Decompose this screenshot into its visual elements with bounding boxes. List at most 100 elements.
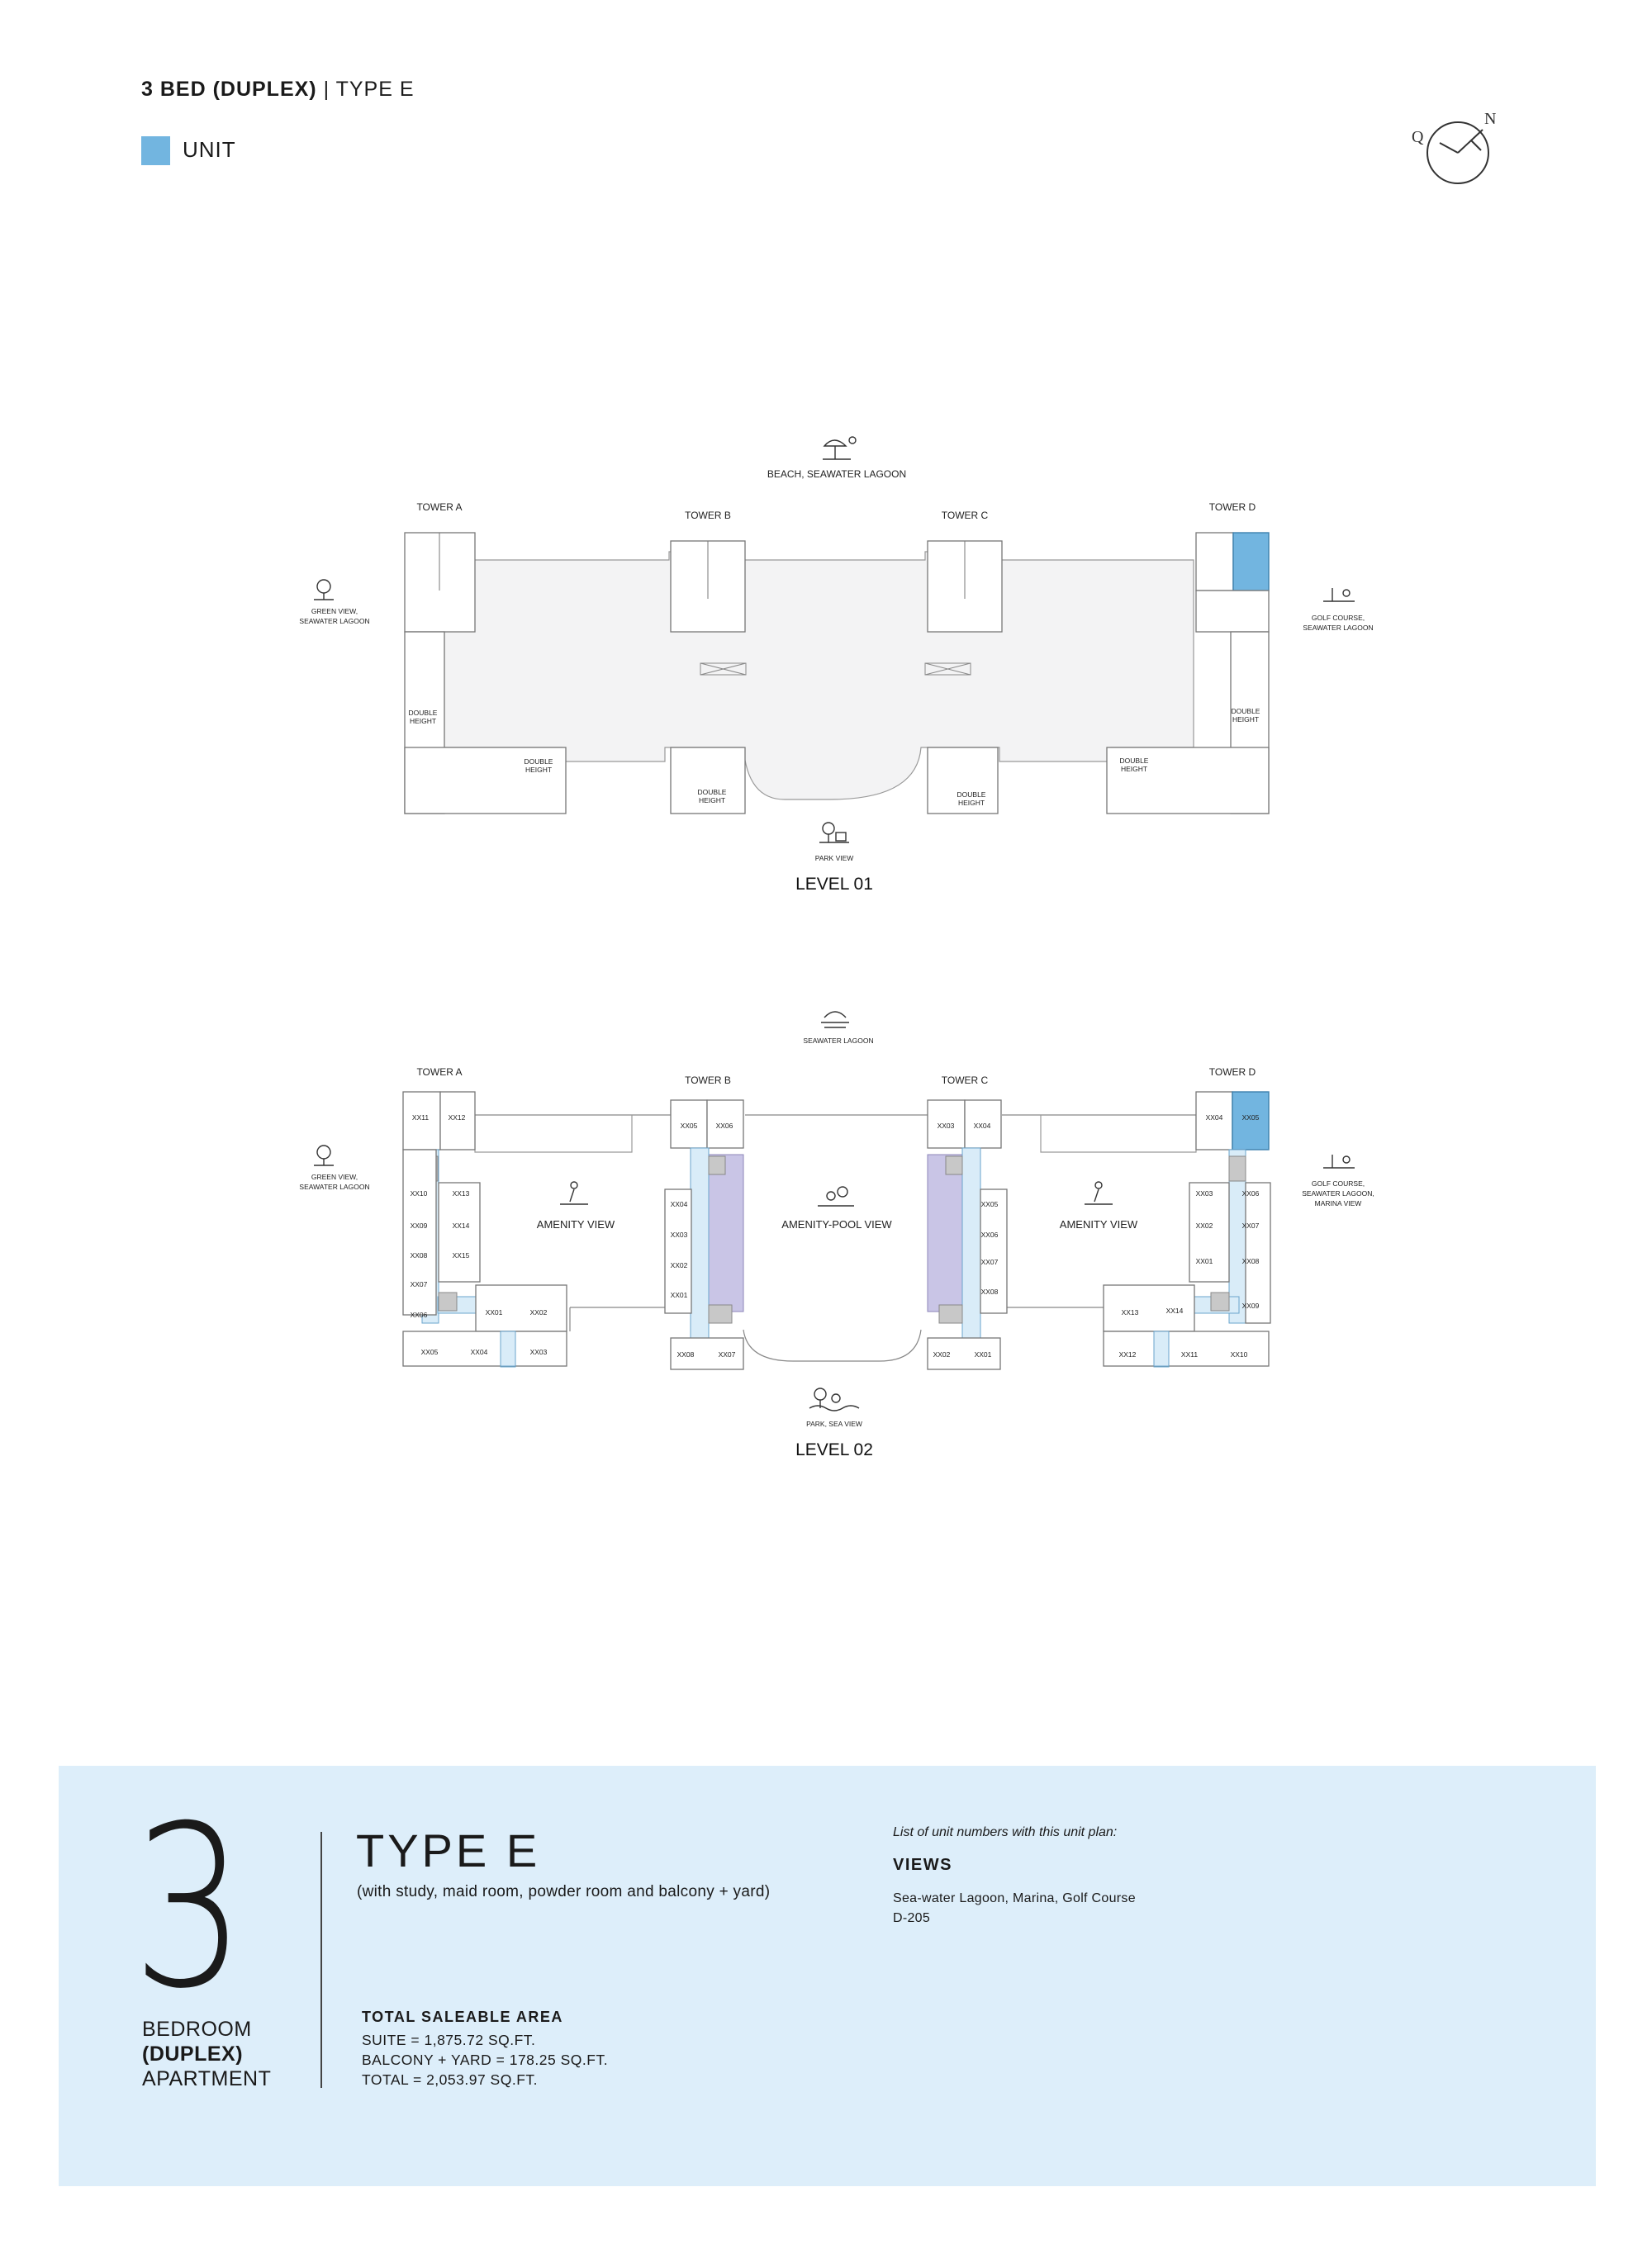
unit-label: XX01 xyxy=(975,1350,992,1359)
l1-left-view: GREEN VIEW, xyxy=(311,607,358,615)
l2-tower-b xyxy=(664,1099,744,1370)
unit-number: D-205 xyxy=(893,1911,931,1925)
legend-label: UNIT xyxy=(183,137,236,162)
unit-label: XX12 xyxy=(1119,1350,1137,1359)
l2-tower-d-label: TOWER D xyxy=(1209,1066,1256,1078)
l2-top-view: SEAWATER LAGOON xyxy=(803,1037,873,1045)
l2-tower-b-label: TOWER B xyxy=(685,1075,731,1086)
l2-right-view: MARINA VIEW xyxy=(1315,1199,1362,1207)
area-total: TOTAL = 2,053.97 SQ.FT. xyxy=(362,2071,539,2088)
l1-dh-label: DOUBLE xyxy=(1232,707,1260,715)
unit-label: XX03 xyxy=(671,1231,688,1239)
unit-label: XX05 xyxy=(1242,1113,1260,1122)
l1-tower-d-left xyxy=(1195,532,1234,591)
beach-icon xyxy=(823,436,857,460)
compass-n-label: N xyxy=(1484,110,1496,128)
area-suite: SUITE = 1,875.72 SQ.FT. xyxy=(362,2032,536,2048)
l1-dh-label: HEIGHT xyxy=(525,766,552,774)
bedroom-type: BEDROOM (DUPLEX) APARTMENT xyxy=(142,2017,271,2091)
l1-dh-label: HEIGHT xyxy=(1121,765,1147,773)
legend-swatch xyxy=(141,136,170,165)
l1-block-d xyxy=(1106,747,1270,814)
unit-label: XX06 xyxy=(981,1231,999,1239)
title-bold: 3 BED (DUPLEX) xyxy=(141,78,317,101)
views-list: Sea-water Lagoon, Marina, Golf Course xyxy=(893,1891,1136,1905)
level-01-plan: BEACH, SEAWATER LAGOON TOWER A TOWER B T… xyxy=(299,436,1374,894)
l2-tower-c-label: TOWER C xyxy=(942,1075,989,1086)
golf-icon xyxy=(1323,588,1355,602)
l2-tower-a xyxy=(402,1091,567,1368)
unit-label: XX05 xyxy=(981,1200,999,1208)
l1-dh-label: DOUBLE xyxy=(525,757,553,766)
l2-tower-d xyxy=(1103,1091,1271,1368)
unit-label: XX13 xyxy=(1122,1308,1139,1317)
unit-label: XX04 xyxy=(974,1122,991,1130)
unit-label: XX04 xyxy=(671,1200,688,1208)
unit-label: XX02 xyxy=(1196,1222,1213,1230)
unit-label: XX01 xyxy=(1196,1257,1213,1265)
unit-label: XX01 xyxy=(486,1308,503,1317)
unit-label: XX05 xyxy=(421,1348,439,1356)
unit-label: XX04 xyxy=(471,1348,488,1356)
l1-dh-label: DOUBLE xyxy=(698,788,727,796)
l2-level-title: LEVEL 02 xyxy=(795,1440,873,1459)
unit-label: XX09 xyxy=(1242,1302,1260,1310)
l1-dh-label: HEIGHT xyxy=(410,717,436,725)
unit-label: XX03 xyxy=(938,1122,955,1130)
divider-line xyxy=(320,1832,322,2088)
title-type: TYPE E xyxy=(335,78,415,101)
l1-dh-label: HEIGHT xyxy=(958,799,985,807)
amenity-center-label: AMENITY-POOL VIEW xyxy=(781,1218,892,1231)
tree-icon xyxy=(314,1145,334,1166)
l1-block-c xyxy=(927,747,999,814)
unit-label: XX08 xyxy=(1242,1257,1260,1265)
l2-bottom-view: PARK, SEA VIEW xyxy=(806,1420,862,1428)
unit-label: XX03 xyxy=(1196,1189,1213,1198)
unit-label: XX11 xyxy=(412,1113,429,1122)
unit-label: XX15 xyxy=(453,1251,470,1260)
unit-label: XX02 xyxy=(530,1308,548,1317)
unit-label: XX06 xyxy=(1242,1189,1260,1198)
golf-icon xyxy=(1323,1155,1355,1169)
l1-tower-d-label: TOWER D xyxy=(1209,501,1256,513)
title-separator: | xyxy=(316,78,336,101)
l1-bottom-view: PARK VIEW xyxy=(815,854,854,862)
l2-right-view: SEAWATER LAGOON, xyxy=(1302,1189,1374,1198)
page-title: 3 BED (DUPLEX) | TYPE E xyxy=(141,78,415,102)
l1-tower-a-label: TOWER A xyxy=(416,501,462,513)
type-title: TYPE E xyxy=(356,1824,541,1876)
unit-label: XX07 xyxy=(1242,1222,1260,1230)
level-02-plan: SEAWATER LAGOON XX11 XX12 XX10 XX09 XX08… xyxy=(299,1011,1374,1459)
area-balcony: BALCONY + YARD = 178.25 SQ.FT. xyxy=(362,2052,609,2068)
amenity-right-label: AMENITY VIEW xyxy=(1060,1218,1138,1231)
l1-tower-c-label: TOWER C xyxy=(942,510,989,521)
l2-highlight-unit xyxy=(1232,1091,1270,1150)
unit-label: XX12 xyxy=(449,1113,466,1122)
unit-label: XX08 xyxy=(677,1350,695,1359)
bedroom-line1: BEDROOM xyxy=(142,2018,252,2041)
tree-icon xyxy=(314,579,334,600)
unit-label: XX04 xyxy=(1206,1113,1223,1122)
unit-label: XX10 xyxy=(411,1189,428,1198)
l1-void-b xyxy=(700,662,747,676)
unit-label: XX02 xyxy=(933,1350,951,1359)
level1-top-view: BEACH, SEAWATER LAGOON xyxy=(767,468,906,480)
unit-label: XX10 xyxy=(1231,1350,1248,1359)
l1-level-title: LEVEL 01 xyxy=(795,875,873,894)
pool-icon xyxy=(818,1186,854,1207)
bedroom-line2: (DUPLEX) xyxy=(142,2042,244,2066)
unit-label: XX01 xyxy=(671,1291,688,1299)
amenity-icon xyxy=(560,1181,588,1205)
amenity-icon xyxy=(1085,1181,1113,1205)
bedroom-count: 3 xyxy=(132,1777,246,2038)
unit-label: XX11 xyxy=(1181,1350,1198,1359)
l2-left-view: SEAWATER LAGOON xyxy=(299,1183,369,1191)
unit-label: XX09 xyxy=(411,1222,428,1230)
unit-label: XX07 xyxy=(981,1258,999,1266)
l1-block-a xyxy=(404,747,567,814)
area-heading: TOTAL SALEABLE AREA xyxy=(362,2009,563,2025)
l1-dh-label: HEIGHT xyxy=(699,796,725,804)
unit-label: XX13 xyxy=(453,1189,470,1198)
l2-left-view: GREEN VIEW, xyxy=(311,1173,358,1181)
unit-label: XX14 xyxy=(453,1222,470,1230)
